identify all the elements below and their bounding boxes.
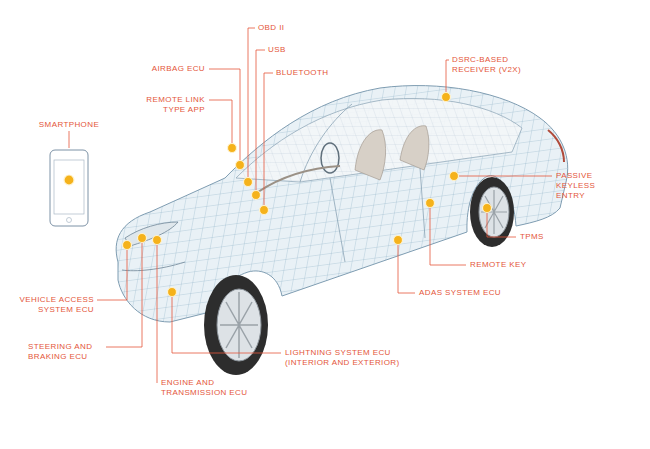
hotspot-dot	[228, 144, 237, 153]
leader-line	[157, 244, 158, 383]
callout-label: OBD II	[258, 23, 284, 33]
callout-label: STEERING AND BRAKING ECU	[28, 342, 108, 362]
car-windows	[236, 98, 522, 182]
callout-label: LIGHTNING SYSTEM ECU (INTERIOR AND EXTER…	[285, 348, 430, 368]
leader-line	[264, 73, 273, 206]
smartphone-icon	[50, 150, 88, 226]
front-spokes	[220, 292, 258, 358]
hotspot-dot	[123, 241, 132, 250]
rear-rim	[479, 187, 509, 237]
smartphone-button	[67, 218, 72, 223]
hotspot-dot	[450, 172, 459, 181]
leader-line	[209, 69, 240, 161]
callout-label: SMARTPHONE	[19, 120, 119, 130]
front-tire	[204, 275, 268, 375]
callout-label: ENGINE AND TRANSMISSION ECU	[161, 378, 271, 398]
grille	[122, 262, 185, 271]
callout-label: PASSIVE KEYLESS ENTRY	[556, 171, 618, 201]
car-body	[116, 86, 568, 322]
leader-line	[398, 244, 415, 293]
smartphone-screen	[54, 160, 84, 214]
hotspot-dot	[138, 234, 147, 243]
front-rim	[217, 289, 261, 361]
callout-label: TPMS	[520, 232, 544, 242]
dashboard	[258, 166, 340, 192]
leader-line	[458, 176, 552, 177]
hotspot-dot	[168, 288, 177, 297]
callout-label: AIRBAG ECU	[115, 64, 205, 74]
rear-tire	[470, 177, 514, 247]
leader-line	[430, 207, 466, 265]
hotspot-dot	[260, 206, 269, 215]
callout-label: REMOTE LINK TYPE APP	[130, 95, 205, 115]
hotspot-dot	[426, 199, 435, 208]
hotspot-dot	[394, 236, 403, 245]
callout-label: ADAS SYSTEM ECU	[419, 288, 501, 298]
seat	[400, 126, 429, 170]
hotspot-dot	[153, 236, 162, 245]
rear-spokes	[481, 190, 507, 234]
leader-line	[97, 249, 127, 300]
hotspot-dot	[244, 178, 253, 187]
leader-line	[487, 212, 516, 237]
hotspot-dot	[252, 191, 261, 200]
hotspot-dot	[442, 93, 451, 102]
callout-label: USB	[268, 45, 286, 55]
hotspot-dot	[236, 161, 245, 170]
callout-label: BLUETOOTH	[276, 68, 328, 78]
callout-label: VEHICLE ACCESS SYSTEM ECU	[2, 295, 94, 315]
leader-line	[172, 296, 281, 353]
hotspot-dot	[64, 175, 74, 185]
door-line	[330, 168, 425, 262]
leader-line	[106, 242, 142, 347]
seat	[355, 130, 386, 180]
headlight	[125, 222, 178, 246]
callout-label: REMOTE KEY	[470, 260, 526, 270]
hotspot-dot	[483, 204, 492, 213]
leader-line	[248, 28, 255, 178]
leader-line	[209, 100, 232, 144]
leader-line	[446, 60, 449, 93]
leader-line	[69, 131, 70, 148]
taillight	[548, 130, 564, 162]
callout-label: DSRC-BASED RECEIVER (V2X)	[452, 55, 550, 75]
